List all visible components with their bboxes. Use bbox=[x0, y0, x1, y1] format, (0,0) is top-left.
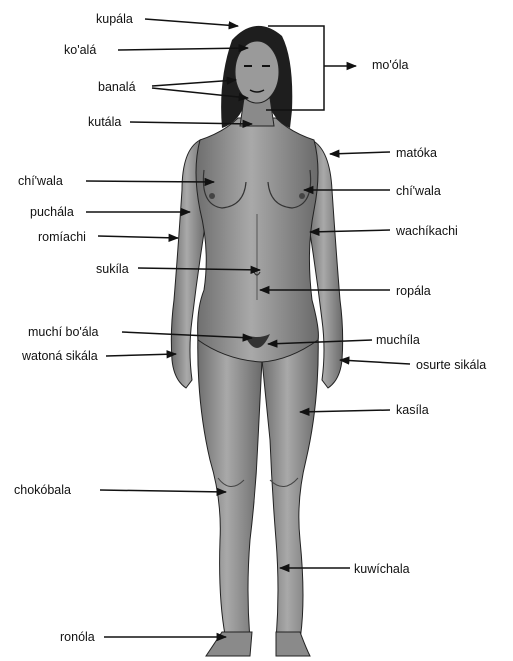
label-banala: banalá bbox=[98, 80, 136, 94]
right-foot bbox=[276, 632, 310, 656]
right-nipple bbox=[299, 193, 305, 199]
left-nipple bbox=[209, 193, 215, 199]
leader-matoka bbox=[330, 152, 390, 154]
label-matoka: matóka bbox=[396, 146, 437, 160]
label-koala: ko'alá bbox=[64, 43, 96, 57]
label-kupala: kupála bbox=[96, 12, 133, 26]
leader-chiwala-left bbox=[86, 181, 214, 182]
label-osurte-sikala: osurte sikála bbox=[416, 358, 486, 372]
leader-kupala bbox=[145, 19, 238, 26]
leader-watona-sikala bbox=[106, 354, 176, 356]
label-muchila: muchíla bbox=[376, 333, 420, 347]
leader-romiachi bbox=[98, 236, 178, 238]
label-sukila: sukíla bbox=[96, 262, 129, 276]
label-puchala: puchála bbox=[30, 205, 74, 219]
left-foot bbox=[206, 632, 252, 656]
label-romiachi: romíachi bbox=[38, 230, 86, 244]
label-ropala: ropála bbox=[396, 284, 431, 298]
label-kasila: kasíla bbox=[396, 403, 429, 417]
label-kutala: kutála bbox=[88, 115, 121, 129]
face bbox=[235, 41, 279, 103]
label-moola: mo'óla bbox=[372, 58, 408, 72]
label-chiwala-left: chí'wala bbox=[18, 174, 63, 188]
label-chiwala-right: chí'wala bbox=[396, 184, 441, 198]
label-kuwichala: kuwíchala bbox=[354, 562, 410, 576]
leader-osurte-sikala bbox=[340, 360, 410, 364]
label-watona-sikala: watoná sikála bbox=[22, 349, 98, 363]
label-chokobala: chokóbala bbox=[14, 483, 71, 497]
label-muchi-boala: muchí bo'ála bbox=[28, 325, 98, 339]
leader-koala bbox=[118, 48, 248, 50]
label-ronola: ronóla bbox=[60, 630, 95, 644]
left-leg bbox=[198, 330, 262, 640]
leader-chokobala bbox=[100, 490, 226, 492]
label-wachikachi: wachíkachi bbox=[396, 224, 458, 238]
